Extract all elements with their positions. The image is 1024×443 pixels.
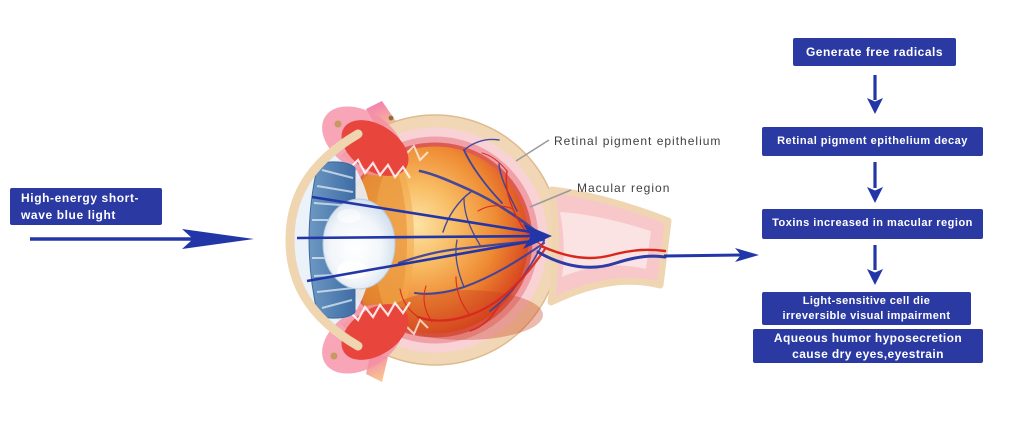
flow-step-2-text: Retinal pigment epithelium decay [777,134,968,147]
flow-step-4-line-2: irreversible visual impairment [782,309,951,322]
eyeball-layers [309,114,561,366]
limbus-dot-top [334,120,342,128]
down-arrow-icon-2 [867,162,883,203]
limbus-dot-bottom [330,352,338,360]
lens [322,198,396,290]
eye-cross-section [285,101,561,382]
down-arrow-icon-1 [867,75,883,114]
source-line-2: wave blue light [21,207,117,222]
blue-light-source-box: High-energy short- wave blue light [10,188,162,225]
down-arrow-icon-3 [867,245,883,285]
optic-nerve [547,186,672,306]
to-flowchart-arrow-icon [663,248,759,262]
flow-arrows [867,75,883,285]
blue-light-arrow-icon [30,229,254,249]
flow-step-4-line-1: Light-sensitive cell die [802,294,931,307]
optic-nerve-vessels [536,244,667,269]
label-pointer-lines [515,139,572,208]
source-line-1: High-energy short- [21,190,140,205]
flow-step-toxins-increased: Toxins increased in macular region [762,209,983,239]
flow-step-5-line-1: Aqueous humor hyposecretion [773,331,963,345]
focal-point-arrowhead-icon [523,224,552,249]
label-macular-region: Macular region [577,181,671,195]
flow-step-generate-free-radicals: Generate free radicals [793,38,956,66]
light-rays [296,195,545,283]
flow-step-1-text: Generate free radicals [805,44,944,59]
label-retinal-pigment-epithelium: Retinal pigment epithelium [554,134,722,148]
flow-step-5-line-2: cause dry eyes,eyestrain [792,347,944,361]
flow-step-3-text: Toxins increased in macular region [772,217,973,230]
flow-step-rpe-decay: Retinal pigment epithelium decay [762,127,983,156]
cornea-rim [285,129,363,351]
flow-step-dry-eyes: Aqueous humor hyposecretion cause dry ey… [753,329,983,363]
flow-step-cell-death: Light-sensitive cell die irreversible vi… [762,292,971,325]
